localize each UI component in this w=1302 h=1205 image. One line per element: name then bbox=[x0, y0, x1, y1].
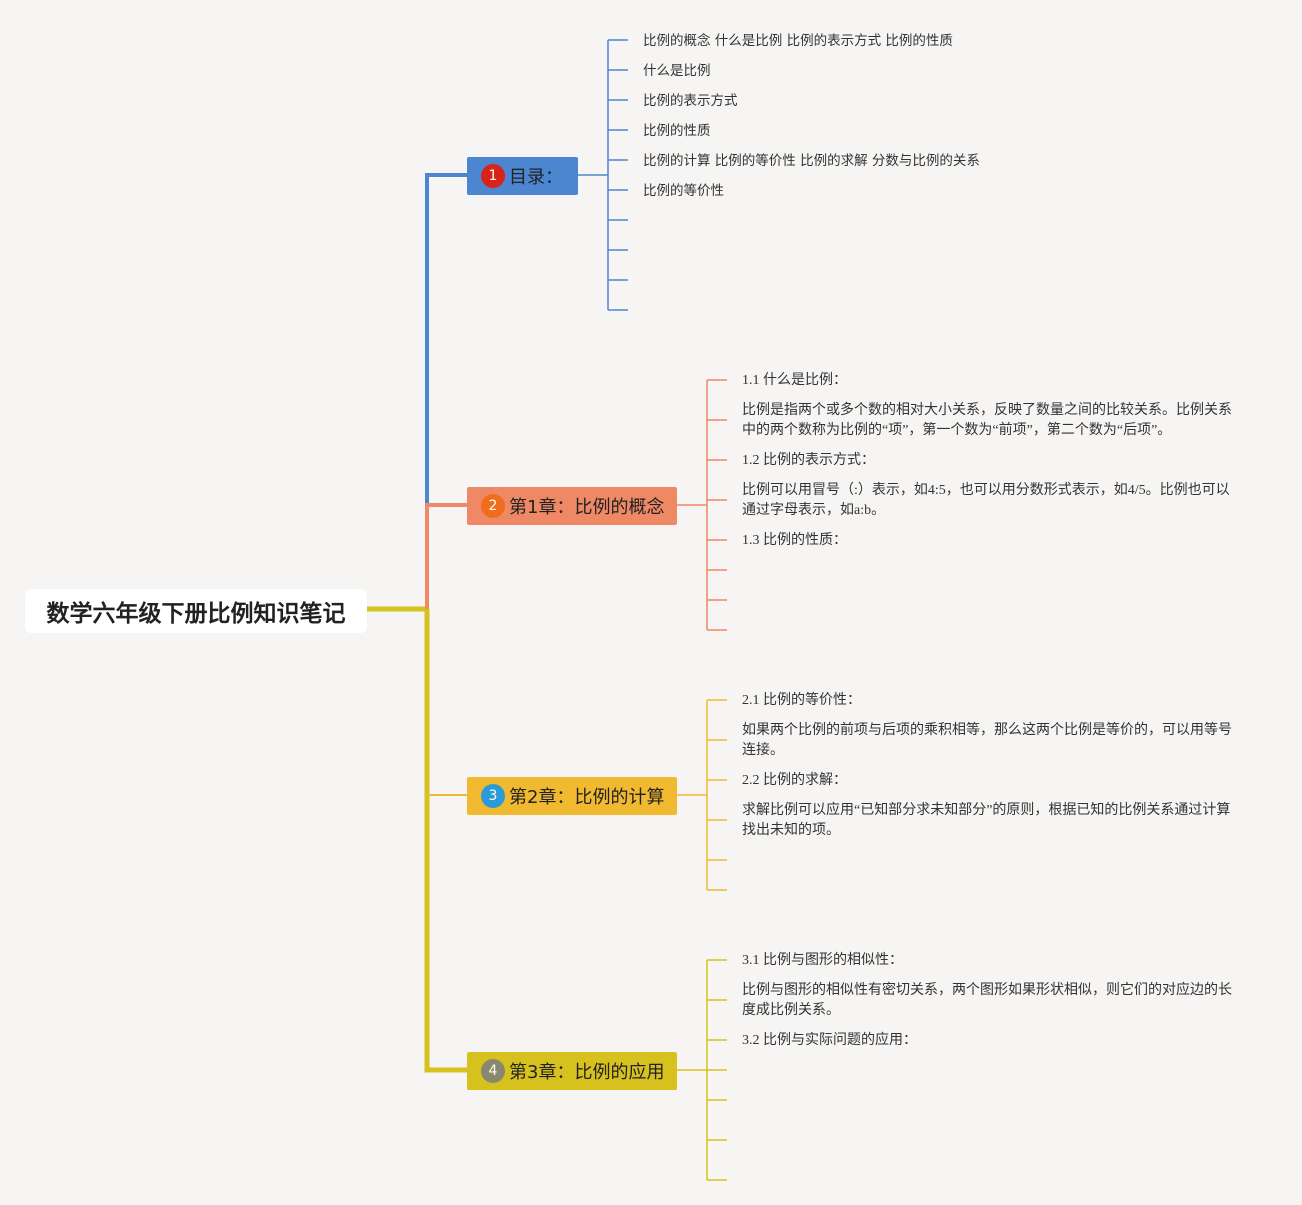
branch-chapter-2[interactable]: 3 第2章：比例的计算 bbox=[467, 777, 677, 815]
root-topic-label: 数学六年级下册比例知识笔记 bbox=[46, 601, 346, 627]
ch1-heading-1-3[interactable]: 1.3 比例的性质： bbox=[742, 533, 847, 548]
branch-toc[interactable]: 1 目录： bbox=[467, 157, 578, 195]
ch2-heading-2-1[interactable]: 2.1 比例的等价性： bbox=[742, 693, 861, 708]
ch1-text-1-1[interactable]: 比例是指两个或多个数的相对大小关系，反映了数量之间的比较关系。比例关系中的两个数… bbox=[742, 403, 1232, 438]
branch-chapter-1[interactable]: 2 第1章：比例的概念 bbox=[467, 487, 677, 525]
ch3-trunk bbox=[424, 609, 467, 1073]
badge-1-icon: 1 bbox=[481, 164, 505, 188]
branch-chapter-3[interactable]: 4 第3章：比例的应用 bbox=[467, 1052, 677, 1090]
ch1-text-1-2[interactable]: 比例可以用冒号（:）表示，如4:5，也可以用分数形式表示，如4/5。比例也可以通… bbox=[742, 483, 1230, 518]
badge-2-icon: 2 bbox=[481, 494, 505, 518]
ch1-trunk bbox=[425, 503, 467, 609]
badge-3-icon: 3 bbox=[481, 784, 505, 808]
toc-trunk bbox=[425, 173, 467, 609]
ch2-heading-2-2[interactable]: 2.2 比例的求解： bbox=[742, 773, 847, 788]
ch3-heading-3-1[interactable]: 3.1 比例与图形的相似性： bbox=[742, 953, 903, 968]
toc-item-4[interactable]: 比例的性质 bbox=[643, 123, 711, 139]
ch3-text-3-1[interactable]: 比例与图形的相似性有密切关系，两个图形如果形状相似，则它们的对应边的长度成比例关… bbox=[742, 983, 1232, 1018]
toc-item-3[interactable]: 比例的表示方式 bbox=[643, 93, 738, 109]
toc-item-6[interactable]: 比例的等价性 bbox=[643, 183, 724, 199]
ch3-heading-3-2[interactable]: 3.2 比例与实际问题的应用： bbox=[742, 1033, 917, 1048]
toc-item-5[interactable]: 比例的计算 比例的等价性 比例的求解 分数与比例的关系 bbox=[643, 153, 980, 169]
branch-chapter-3-label: 第3章：比例的应用 bbox=[509, 1062, 665, 1083]
ch2-text-2-2[interactable]: 求解比例可以应用“已知部分求未知部分”的原则，根据已知的比例关系通过计算找出未知… bbox=[742, 803, 1231, 838]
toc-item-1[interactable]: 比例的概念 什么是比例 比例的表示方式 比例的性质 bbox=[643, 33, 953, 49]
badge-4-icon: 4 bbox=[481, 1059, 505, 1083]
root-topic[interactable]: 数学六年级下册比例知识笔记 bbox=[25, 589, 367, 633]
branch-chapter-2-label: 第2章：比例的计算 bbox=[509, 787, 665, 808]
branch-toc-label: 目录： bbox=[509, 167, 563, 188]
ch2-text-2-1[interactable]: 如果两个比例的前项与后项的乘积相等，那么这两个比例是等价的，可以用等号连接。 bbox=[742, 723, 1232, 758]
branch-chapter-1-label: 第1章：比例的概念 bbox=[509, 497, 665, 518]
ch1-heading-1-2[interactable]: 1.2 比例的表示方式： bbox=[742, 453, 875, 468]
ch1-heading-1-1[interactable]: 1.1 什么是比例： bbox=[742, 373, 847, 388]
toc-item-2[interactable]: 什么是比例 bbox=[643, 63, 711, 79]
